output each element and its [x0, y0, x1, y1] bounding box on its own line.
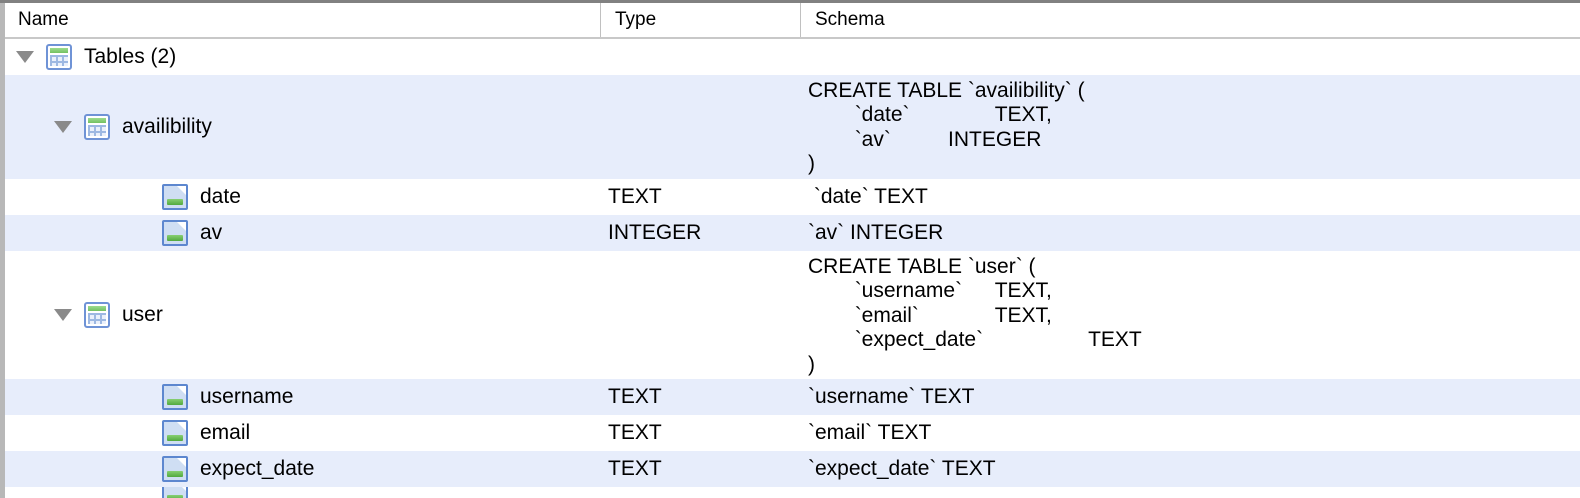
cell-type: TEXT — [608, 457, 662, 480]
table-row[interactable]: av INTEGER `av` INTEGER — [0, 215, 1580, 251]
cell-name — [0, 487, 600, 498]
cell-type — [600, 251, 800, 379]
cell-schema — [800, 39, 1580, 75]
cell-type: TEXT — [608, 421, 662, 444]
column-header-name[interactable]: Name — [0, 3, 600, 37]
table-row[interactable]: date TEXT `date` TEXT — [0, 179, 1580, 215]
column-header-name-label: Name — [18, 9, 69, 30]
cell-schema: `date` TEXT — [808, 185, 928, 208]
cell-name: av — [0, 215, 600, 251]
table-row[interactable]: user CREATE TABLE `user` ( `username` TEX… — [0, 251, 1580, 379]
row-name-label: date — [200, 185, 241, 208]
cell-type — [600, 39, 800, 75]
cell-name: availibility — [0, 75, 600, 179]
column-icon — [162, 384, 188, 410]
cell-name: username — [0, 379, 600, 415]
table-row[interactable]: availibility CREATE TABLE `availibility` … — [0, 75, 1580, 179]
chevron-down-icon[interactable] — [50, 121, 76, 133]
table-icon — [84, 302, 110, 328]
cell-schema: `email` TEXT — [808, 421, 932, 444]
cell-schema: `expect_date` TEXT — [808, 457, 996, 480]
cell-schema: `av` INTEGER — [808, 221, 944, 244]
column-header-schema[interactable]: Schema — [800, 3, 1580, 37]
cell-type: TEXT — [608, 385, 662, 408]
column-icon — [162, 456, 188, 482]
row-name-label: av — [200, 221, 223, 244]
column-icon — [162, 220, 188, 246]
cell-type: INTEGER — [608, 221, 702, 244]
column-icon — [162, 184, 188, 210]
left-scroll-gutter[interactable] — [0, 3, 5, 498]
row-name-label: email — [200, 421, 251, 444]
cell-schema: CREATE TABLE `user` ( `username` TEXT, `… — [808, 255, 1142, 376]
row-name-label: availibility — [122, 115, 212, 138]
table-row[interactable]: expect_date TEXT `expect_date` TEXT — [0, 451, 1580, 487]
cell-name: email — [0, 415, 600, 451]
cell-name: date — [0, 179, 600, 215]
table-row[interactable]: username TEXT `username` TEXT — [0, 379, 1580, 415]
cell-type — [600, 75, 800, 179]
chevron-down-icon[interactable] — [50, 309, 76, 321]
column-icon — [162, 487, 188, 498]
cell-type: TEXT — [608, 185, 662, 208]
column-header-type[interactable]: Type — [600, 3, 800, 37]
table-header-row: Name Type Schema — [0, 3, 1580, 39]
table-row[interactable]: Tables (2) — [0, 39, 1580, 75]
cell-name: expect_date — [0, 451, 600, 487]
column-header-schema-label: Schema — [815, 9, 885, 30]
row-name-label: username — [200, 385, 294, 408]
column-icon — [162, 420, 188, 446]
row-name-label: expect_date — [200, 457, 315, 480]
table-icon — [84, 114, 110, 140]
outline-rows: Tables (2) availibility CREATE TABLE `avai… — [0, 39, 1580, 498]
row-name-label: user — [122, 303, 163, 326]
table-row[interactable]: email TEXT `email` TEXT — [0, 415, 1580, 451]
cell-schema: CREATE TABLE `availibility` ( `date` TEX… — [808, 79, 1085, 176]
cell-name: Tables (2) — [0, 39, 600, 75]
cell-schema: `username` TEXT — [808, 385, 975, 408]
cell-name: user — [0, 251, 600, 379]
table-row-partial[interactable] — [0, 487, 1580, 498]
row-name-label: Tables (2) — [84, 45, 177, 68]
chevron-down-icon[interactable] — [12, 51, 38, 63]
column-header-type-label: Type — [615, 9, 657, 30]
table-icon — [46, 44, 72, 70]
